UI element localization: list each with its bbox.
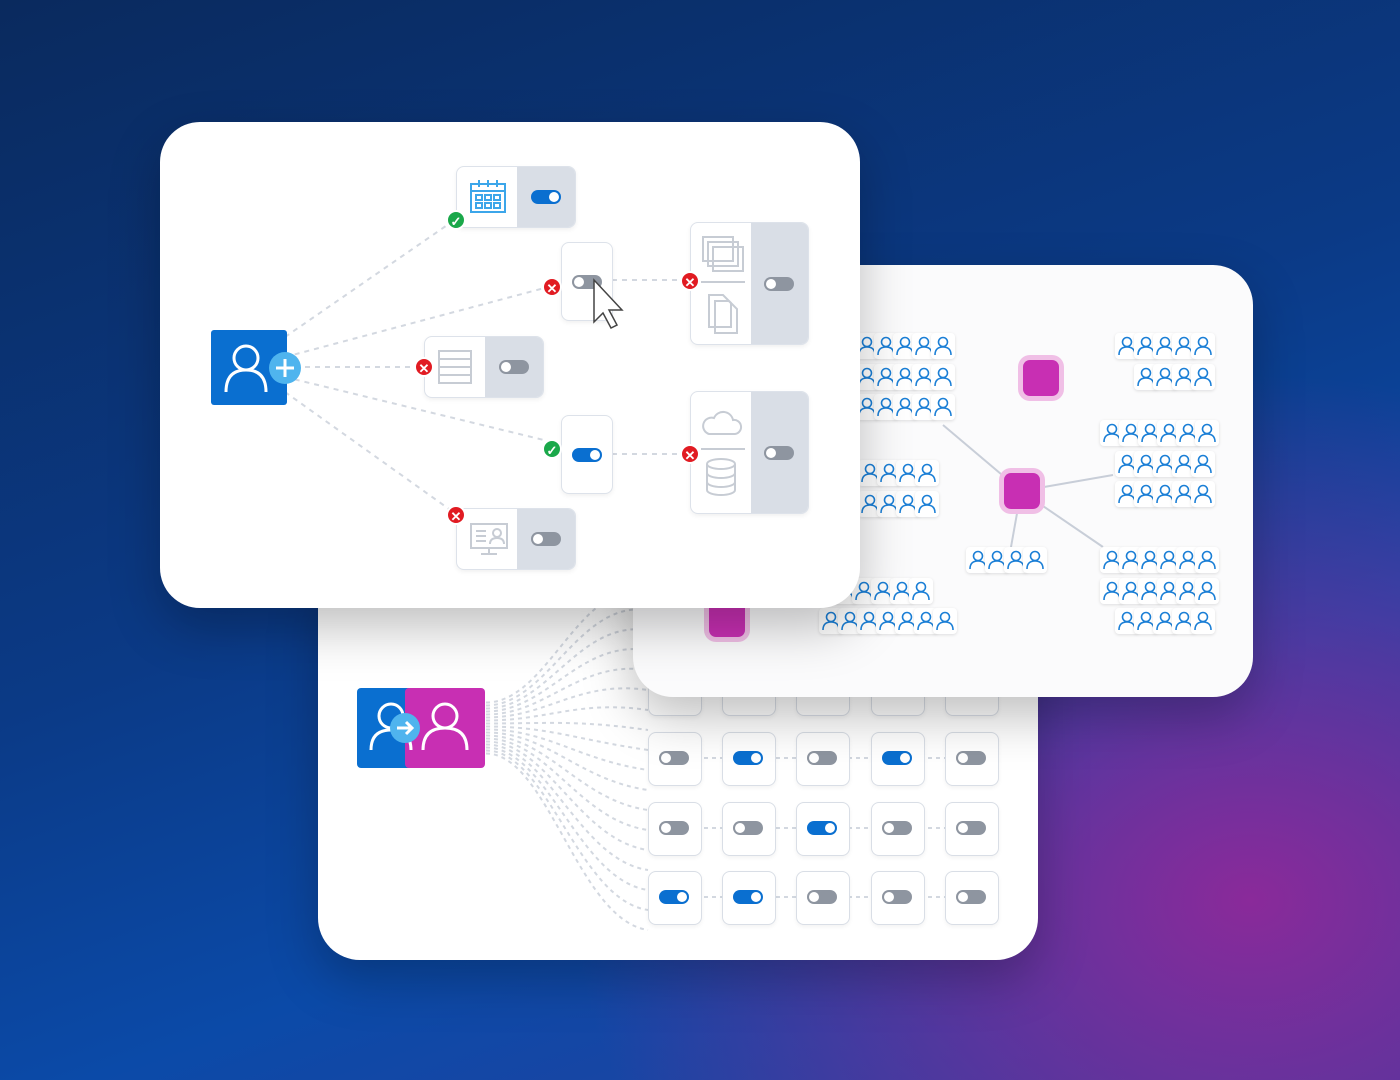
error-x-icon: ✕ [680, 444, 700, 464]
permission-toggle[interactable] [659, 751, 689, 765]
permission-toggle[interactable] [807, 821, 837, 835]
error-x-icon: ✕ [414, 357, 434, 377]
permission-toggle[interactable] [733, 821, 763, 835]
error-x-icon: ✕ [446, 505, 466, 525]
cloud-database-card[interactable] [690, 391, 809, 514]
files-access-toggle[interactable] [764, 277, 794, 291]
permission-toggle[interactable] [659, 821, 689, 835]
permission-toggle[interactable] [882, 751, 912, 765]
calendar-access-toggle[interactable] [531, 190, 561, 204]
user-icon [931, 364, 955, 390]
permission-cell[interactable] [945, 802, 999, 856]
permission-cell[interactable] [796, 871, 850, 925]
permission-toggle[interactable] [733, 751, 763, 765]
permission-toggle[interactable] [956, 890, 986, 904]
connection-lines [284, 218, 690, 515]
user-transfer-icon [357, 688, 485, 768]
permission-cell[interactable] [871, 802, 925, 856]
user-icon [1195, 578, 1219, 604]
user-icon [909, 578, 933, 604]
user-icon [933, 608, 957, 634]
user-icon [1195, 547, 1219, 573]
cursor-icon [593, 278, 624, 329]
files-card[interactable] [690, 222, 809, 345]
app-card[interactable] [561, 415, 613, 494]
permission-cell[interactable] [871, 871, 925, 925]
permission-toggle[interactable] [659, 890, 689, 904]
permission-toggle[interactable] [956, 821, 986, 835]
user-icon [1191, 333, 1215, 359]
user-hub-icon[interactable] [1023, 360, 1059, 396]
permission-cell[interactable] [945, 871, 999, 925]
permission-cell[interactable] [796, 802, 850, 856]
user-icon [931, 333, 955, 359]
server-card[interactable] [424, 336, 544, 398]
fan-lines [485, 588, 997, 931]
ok-check-icon: ✓ [446, 210, 466, 230]
permission-cell[interactable] [648, 732, 702, 786]
permission-cell[interactable] [871, 732, 925, 786]
error-x-icon: ✕ [542, 277, 562, 297]
permission-toggle[interactable] [733, 890, 763, 904]
user-icon [931, 394, 955, 420]
permission-cell[interactable] [648, 871, 702, 925]
permission-cell[interactable] [722, 732, 776, 786]
monitor-card[interactable] [456, 508, 576, 570]
permission-toggle[interactable] [882, 890, 912, 904]
error-x-icon: ✕ [680, 271, 700, 291]
user-icon [915, 460, 939, 486]
user-icon [1191, 364, 1215, 390]
permission-cell[interactable] [722, 871, 776, 925]
permission-toggle[interactable] [807, 890, 837, 904]
user-hub-icon[interactable] [1004, 473, 1040, 509]
database-access-toggle[interactable] [764, 446, 794, 460]
user-icon [1023, 547, 1047, 573]
app-access-toggle[interactable] [572, 448, 602, 462]
user-icon [915, 491, 939, 517]
permission-toggle[interactable] [807, 751, 837, 765]
permission-toggle[interactable] [956, 751, 986, 765]
user-add-icon[interactable] [211, 330, 301, 405]
permission-cell[interactable] [945, 732, 999, 786]
user-icon [1195, 420, 1219, 446]
device-access-toggle[interactable] [531, 532, 561, 546]
provisioning-panel: ✓ ✕ ✕ ✓ ✕ ✕ [160, 122, 860, 608]
user-icon [1191, 481, 1215, 507]
permission-toggle[interactable] [882, 821, 912, 835]
user-icon [1191, 451, 1215, 477]
permission-cell[interactable] [722, 802, 776, 856]
calendar-card[interactable] [456, 166, 576, 228]
server-access-toggle[interactable] [499, 360, 529, 374]
ok-check-icon: ✓ [542, 439, 562, 459]
permission-cell[interactable] [796, 732, 850, 786]
user-icon [1191, 608, 1215, 634]
permission-cell[interactable] [648, 802, 702, 856]
